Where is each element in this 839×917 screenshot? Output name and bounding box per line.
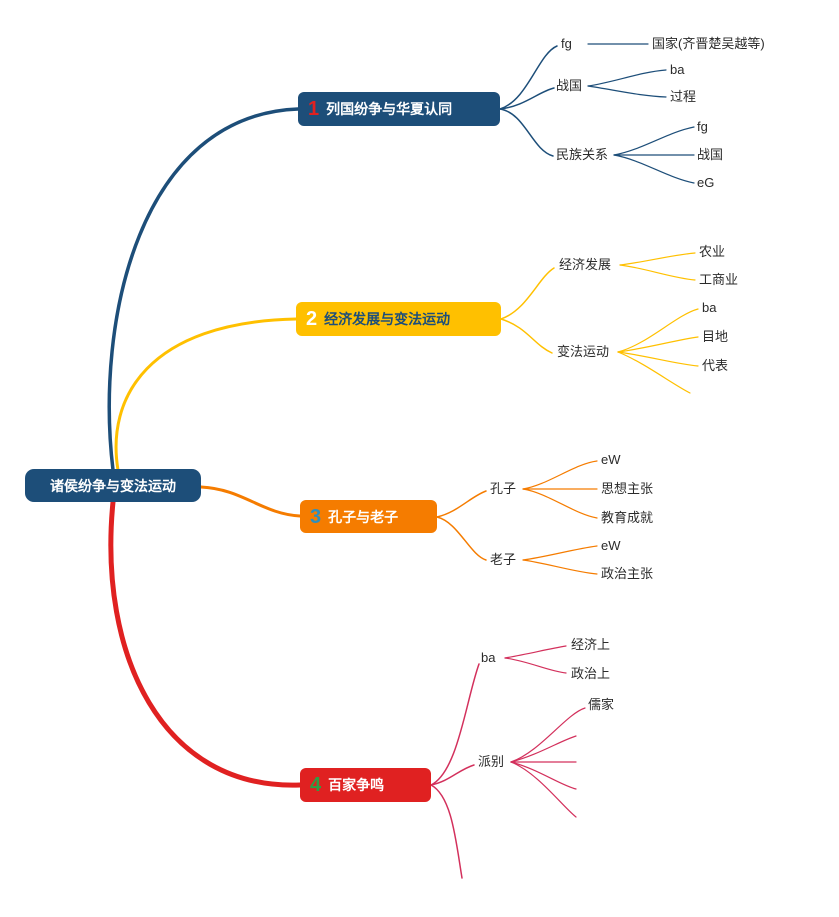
edge-root-branch1	[107, 107, 300, 472]
leaf-guojia[interactable]: 国家(齐晋楚吴越等)	[652, 36, 765, 51]
branch-node-4[interactable]: 4 百家争鸣	[300, 768, 431, 802]
edge-branch2-bianfa	[500, 318, 553, 354]
leaf-ba-2[interactable]: ba	[702, 300, 717, 315]
edge-branch4-paibie	[430, 764, 475, 786]
edge-jingji-nongye	[619, 252, 696, 266]
edge-root-branch4	[108, 499, 303, 788]
leaf-mudi[interactable]: 目地	[702, 329, 729, 344]
leaf-rujia[interactable]: 儒家	[588, 697, 615, 712]
subtopic-jingjifazhan[interactable]: 经济发展	[559, 257, 612, 272]
leaf-daibiao[interactable]: 代表	[702, 358, 729, 373]
leaf-jiaoyuchengjiu[interactable]: 教育成就	[601, 510, 654, 525]
edge-branch2-jingji	[500, 267, 555, 320]
edge-branch4-unlabeled	[430, 784, 463, 879]
leaf-fg-2[interactable]: fg	[697, 119, 708, 134]
edge-paibie-unlabeled-3	[510, 761, 577, 790]
subtopic-fg[interactable]: fg	[561, 36, 572, 51]
leaf-zhanguo-2[interactable]: 战国	[697, 147, 724, 162]
branch-label-1: 列国纷争与华夏认同	[326, 101, 453, 117]
edge-root-branch2	[114, 317, 298, 472]
leaf-gongshangye[interactable]: 工商业	[699, 272, 739, 287]
leaf-zhengzhishang[interactable]: 政治上	[571, 666, 611, 681]
leaf-nongye[interactable]: 农业	[699, 244, 726, 259]
branch-number-4: 4	[310, 774, 322, 796]
edge-laozi-ew	[522, 545, 598, 561]
subtopic-kongzi[interactable]: 孔子	[490, 481, 517, 496]
edge-branch1-zhanguo	[499, 87, 555, 110]
subtopic-paibie[interactable]: 派别	[478, 754, 505, 769]
root-node-label: 诸侯纷争与变法运动	[50, 477, 176, 494]
edge-zhanguo-guocheng	[587, 85, 667, 98]
edge-bianfa-mudi	[617, 336, 699, 353]
root-node[interactable]: 诸侯纷争与变法运动	[25, 469, 201, 502]
leaf-guocheng[interactable]: 过程	[670, 89, 697, 104]
edge-branch3-kongzi	[436, 490, 487, 518]
subtopic-ba[interactable]: ba	[481, 650, 496, 665]
edge-branch4-ba	[430, 663, 480, 786]
leaf-ew-2[interactable]: eW	[601, 538, 621, 553]
leaf-jingjishang[interactable]: 经济上	[571, 637, 611, 652]
branch-label-2: 经济发展与变法运动	[324, 311, 451, 327]
edge-branch1-minzu	[499, 108, 554, 157]
subtopic-zhanguo[interactable]: 战国	[556, 78, 583, 93]
leaf-sixiangzhuzhang[interactable]: 思想主张	[601, 481, 654, 496]
edge-kongzi-ew	[522, 460, 598, 490]
edge-jingji-gongshangye	[619, 264, 696, 281]
subtopic-minzuguanxi[interactable]: 民族关系	[556, 147, 609, 162]
edge-ba-zhengzhishang	[504, 657, 567, 674]
edge-laozi-zhengzhi	[522, 559, 598, 575]
edge-zhanguo-ba	[587, 69, 667, 87]
subtopic-bianfayundong[interactable]: 变法运动	[557, 344, 610, 359]
edge-root-branch3	[199, 485, 302, 518]
edge-bianfa-daibiao	[617, 351, 699, 367]
leaf-ew-1[interactable]: eW	[601, 452, 621, 467]
edge-bianfa-unlabeled	[617, 351, 691, 394]
branch-label-4: 百家争鸣	[328, 777, 385, 793]
branch-label-3: 孔子与老子	[328, 508, 399, 525]
branch-number-1: 1	[308, 98, 320, 120]
edge-paibie-unlabeled-1	[510, 735, 577, 763]
edge-branch3-laozi	[436, 516, 487, 561]
branch-number-2: 2	[306, 308, 318, 330]
edge-kongzi-jiaoyu	[522, 488, 598, 519]
branch-node-3[interactable]: 3 孔子与老子	[300, 500, 437, 533]
branch-node-2[interactable]: 2 经济发展与变法运动	[296, 302, 501, 336]
leaf-ba-1[interactable]: ba	[670, 62, 685, 77]
branch-number-3: 3	[310, 505, 322, 528]
leaf-zhengzhizhuzhang[interactable]: 政治主张	[601, 566, 654, 581]
subtopic-laozi[interactable]: 老子	[490, 552, 517, 567]
edge-ba-jingjishang	[504, 645, 567, 659]
edge-branch1-fg	[499, 45, 558, 110]
branch-node-1[interactable]: 1 列国纷争与华夏认同	[298, 92, 500, 126]
edge-paibie-unlabeled-4	[510, 761, 577, 818]
leaf-eg[interactable]: eG	[697, 175, 715, 190]
edge-paibie-rujia	[510, 707, 586, 763]
edge-minzu-eg	[613, 154, 695, 184]
edge-bianfa-ba	[617, 308, 699, 353]
edge-minzu-fg	[613, 126, 695, 156]
